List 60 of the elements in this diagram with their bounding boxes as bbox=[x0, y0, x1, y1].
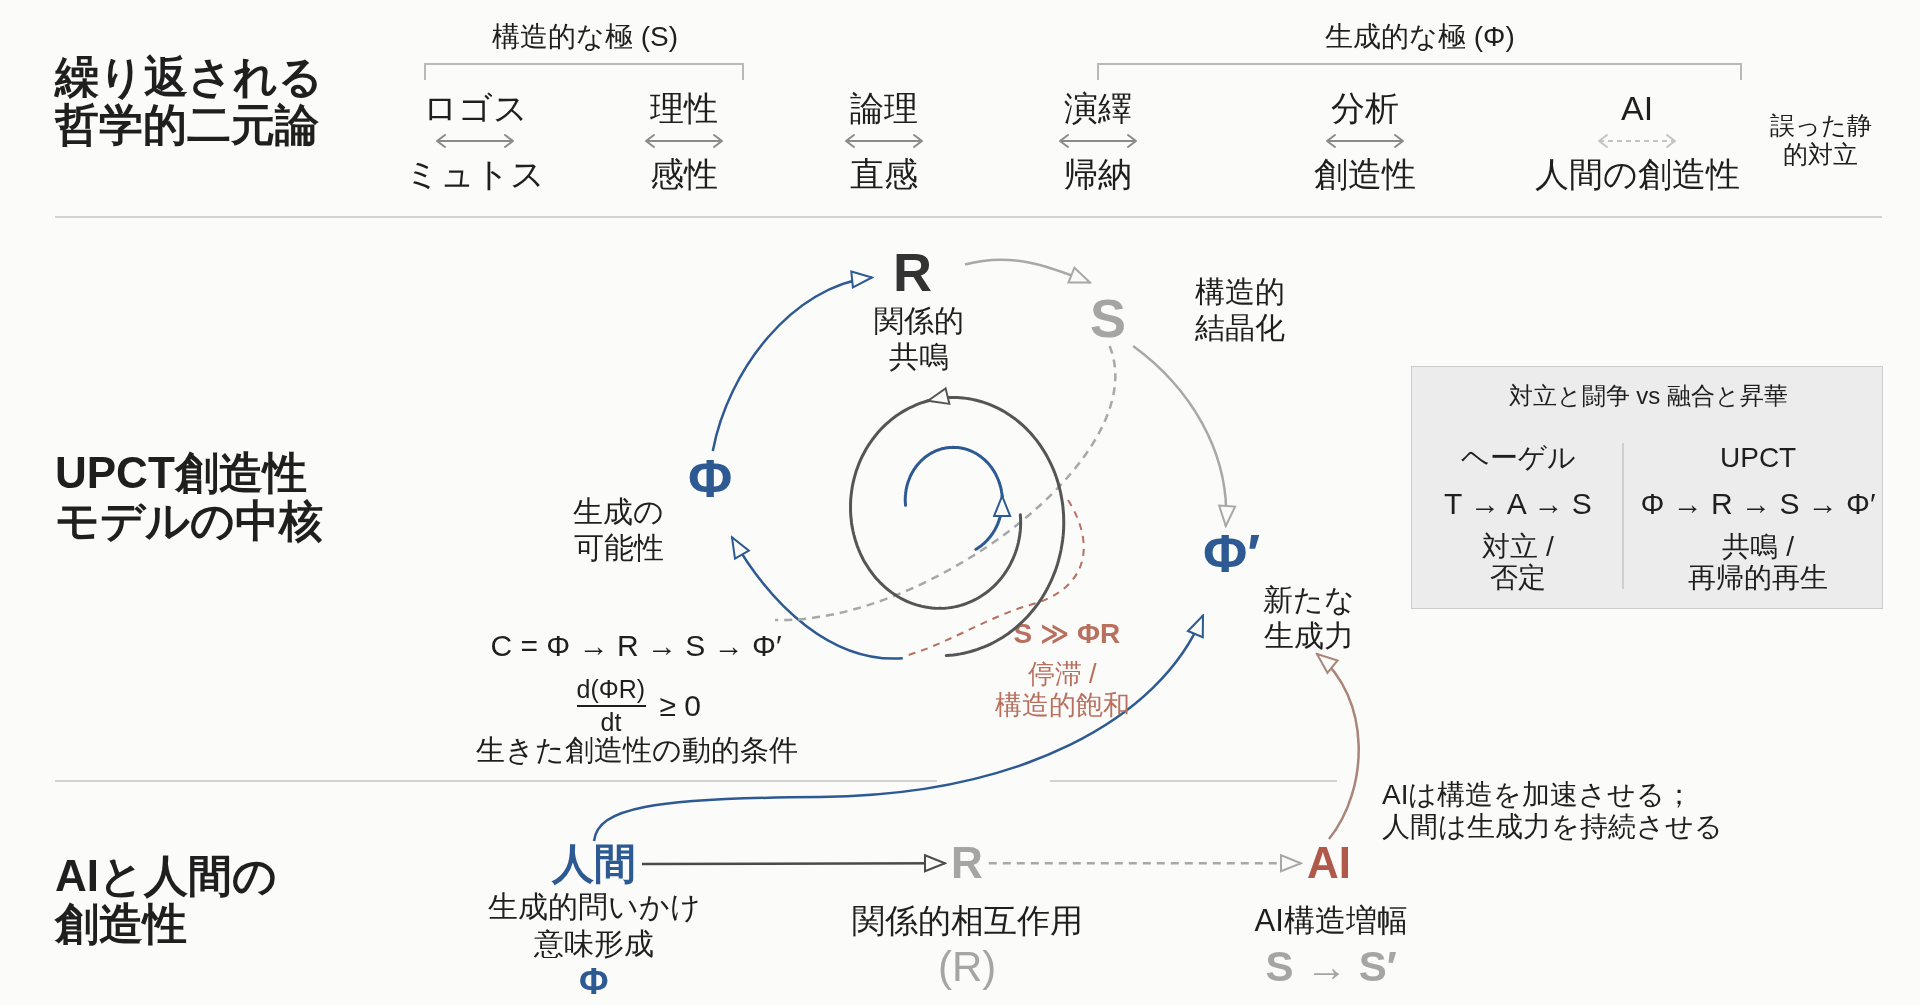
term-text: 創造性 bbox=[1314, 154, 1416, 194]
column-heading: ヘーゲル bbox=[1460, 442, 1576, 475]
term-text: 論理 bbox=[850, 88, 918, 128]
symbol-text: Φ bbox=[579, 964, 609, 1000]
caption-text: 意味形成 bbox=[534, 926, 654, 961]
curved-arrow bbox=[730, 536, 903, 660]
caption-text: 共鳴 / 再帰的再生 bbox=[1687, 532, 1830, 594]
node-label: 人間 bbox=[552, 841, 636, 888]
curved-arrow bbox=[1132, 345, 1236, 527]
caption-text: 対立 / 否定 bbox=[1481, 532, 1555, 594]
caption-text: 関係的相互作用 bbox=[851, 902, 1083, 940]
term-text: 感性 bbox=[650, 154, 718, 194]
comparison-panel bbox=[1411, 366, 1883, 609]
section-heading: UPCT創造性モデルの中核 bbox=[55, 448, 324, 546]
arrow bbox=[642, 854, 946, 873]
caption-text: 生成的問いかけ bbox=[487, 889, 701, 924]
formula-text: S → S′ bbox=[1265, 944, 1397, 991]
pole-heading: 構造的な極 (S) bbox=[492, 21, 679, 54]
curved-arrow bbox=[964, 258, 1091, 284]
term-text: 人間の創造性 bbox=[1534, 154, 1740, 194]
node-label: AI bbox=[1307, 839, 1351, 888]
caption-text: AI構造増幅 bbox=[1254, 903, 1408, 939]
fraction-numerator: d(ΦR) bbox=[576, 674, 646, 704]
panel-heading: 対立と闘争 vs 融合と昇華 bbox=[1508, 382, 1788, 410]
section-heading: AIと人間の創造性 bbox=[55, 851, 278, 949]
curved-arrow bbox=[1316, 653, 1360, 840]
curved-arrow bbox=[711, 272, 873, 452]
note-text: AIは構造を加速させる；人間は生成力を持続させる bbox=[1382, 779, 1724, 844]
caption-text: 関係的共鳴 bbox=[872, 303, 965, 375]
term-text: AI bbox=[1621, 88, 1654, 128]
symbol-text: R bbox=[893, 245, 932, 299]
caption-text: 構造的結晶化 bbox=[1193, 274, 1286, 346]
term-text: 帰納 bbox=[1064, 154, 1132, 194]
formula-text: ≥ 0 bbox=[659, 688, 701, 723]
symbol-text: Φ′ bbox=[1203, 526, 1261, 580]
symbol-text: Φ bbox=[688, 451, 733, 505]
formula-text: C = Φ → R → S → Φ′ bbox=[490, 628, 782, 663]
dashed-curved-line bbox=[774, 345, 1117, 622]
pole-heading: 生成的な極 (Φ) bbox=[1325, 21, 1515, 54]
curved-arrow bbox=[592, 614, 1205, 842]
term-text: ミュトス bbox=[405, 154, 545, 194]
caption-text: 生きた創造性の動的条件 bbox=[476, 733, 798, 767]
node-label: R bbox=[951, 839, 983, 888]
caption-text: 新たな生成力 bbox=[1262, 582, 1355, 654]
section-heading: 繰り返される哲学的二元論 bbox=[55, 52, 324, 150]
formula-text: Φ → R → S → Φ′ bbox=[1640, 486, 1876, 521]
formula-text: T → A → S bbox=[1444, 486, 1592, 521]
symbol-text: S bbox=[1090, 291, 1127, 345]
note-text: 誤った静的対立 bbox=[1769, 111, 1872, 169]
term-text: 直感 bbox=[850, 154, 918, 194]
caption-text: 生成の可能性 bbox=[572, 494, 665, 566]
caption-text: 停滞 / 構造的飽和 bbox=[993, 659, 1131, 722]
term-text: 分析 bbox=[1331, 88, 1399, 128]
term-text: 演繹 bbox=[1064, 88, 1132, 128]
symbol-text: (R) bbox=[938, 944, 997, 991]
term-text: ロゴス bbox=[422, 88, 528, 128]
column-heading: UPCT bbox=[1720, 442, 1797, 475]
dashed-arrow bbox=[988, 854, 1302, 873]
term-text: 理性 bbox=[650, 88, 718, 128]
fraction-denominator: dt bbox=[600, 707, 622, 736]
